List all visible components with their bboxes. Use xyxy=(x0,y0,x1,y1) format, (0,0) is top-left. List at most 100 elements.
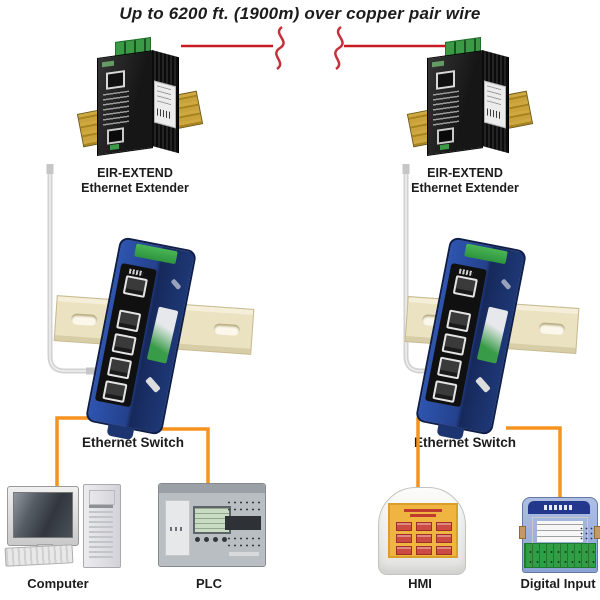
rj45-port-icon xyxy=(111,333,137,356)
patch-cable-left-connector-top xyxy=(46,164,54,174)
mount-tab-icon xyxy=(519,526,526,539)
wire-break-squiggle-right xyxy=(334,25,344,71)
rj45-port-icon xyxy=(122,275,148,298)
switch-caption-right: Ethernet Switch xyxy=(413,435,516,450)
green-terminal-block-icon xyxy=(524,543,596,568)
device-caption-plc: PLC xyxy=(196,576,222,591)
dip-switch-icon xyxy=(579,526,593,542)
hmi-button xyxy=(396,546,412,555)
hmi-button xyxy=(396,522,412,531)
ethernet-extender-left xyxy=(76,36,204,168)
digital-input-illustration xyxy=(519,497,600,573)
panel-text-lines xyxy=(433,90,459,127)
brand-logo-icon xyxy=(544,505,574,510)
rj45-port-icon xyxy=(106,70,125,90)
keyboard-icon xyxy=(4,544,74,567)
computer-tower xyxy=(83,484,121,568)
hmi-button xyxy=(416,546,432,555)
switch-body xyxy=(84,236,198,441)
terminal-row-icon xyxy=(225,498,261,513)
module-top-band xyxy=(528,501,590,514)
cable-switch-to-plc xyxy=(143,427,210,485)
extender-name-left: EIR-EXTEND xyxy=(97,166,173,180)
brand-logo-icon xyxy=(102,60,114,68)
extender-type-left: Ethernet Extender xyxy=(81,181,189,195)
patch-cable-right-highlight xyxy=(405,173,442,372)
hmi-text-line xyxy=(410,514,436,517)
computer-monitor xyxy=(7,486,79,546)
cable-switch-to-digital-input xyxy=(506,426,562,500)
patch-cable-left-highlight xyxy=(49,173,86,372)
hmi-button xyxy=(436,522,452,531)
rj45-port-icon xyxy=(441,333,467,356)
extender-caption-right: EIR-EXTEND Ethernet Extender xyxy=(392,166,538,196)
switch-caption-left: Ethernet Switch xyxy=(81,435,184,450)
patch-cable-right-connector-top xyxy=(402,164,410,174)
ethernet-extender-right xyxy=(406,36,534,168)
rail-slot-icon xyxy=(70,313,98,327)
terminal-row-icon xyxy=(225,534,261,549)
switch-body xyxy=(414,236,528,441)
device-caption-digital-input: Digital Input xyxy=(520,576,596,591)
extender-side-panel xyxy=(152,50,179,154)
hmi-button xyxy=(416,522,432,531)
extender-caption-left: EIR-EXTEND Ethernet Extender xyxy=(62,166,208,196)
plc-illustration xyxy=(158,483,266,567)
device-caption-hmi: HMI xyxy=(408,576,432,591)
rj45-port-icon xyxy=(436,70,455,90)
extender-body xyxy=(95,36,185,164)
diagram-title: Up to 6200 ft. (1900m) over copper pair … xyxy=(119,4,481,23)
line-port-icon xyxy=(107,127,124,145)
hmi-button xyxy=(396,534,412,543)
extender-front-panel xyxy=(427,50,483,156)
barcode-icon xyxy=(487,108,502,120)
hmi-button xyxy=(436,534,452,543)
rj45-port-icon xyxy=(452,275,478,298)
hmi-illustration xyxy=(378,487,466,575)
ethernet-switch-right xyxy=(402,236,580,443)
ethernet-switch-left xyxy=(53,236,255,443)
plc-button xyxy=(222,537,227,542)
plc-lcd-screen xyxy=(193,506,231,534)
line-port-icon xyxy=(437,127,454,145)
rj45-port-icon xyxy=(106,356,133,380)
extender-body xyxy=(425,36,515,164)
extender-side-panel xyxy=(482,50,509,154)
product-label xyxy=(154,80,176,129)
extender-front-panel xyxy=(97,50,153,156)
brand-logo-icon xyxy=(432,60,444,68)
status-led-icon xyxy=(110,143,119,151)
panel-text-lines xyxy=(103,90,129,127)
hmi-text-line xyxy=(404,509,442,512)
wire-break-squiggle-left xyxy=(275,25,285,71)
plc-button xyxy=(213,537,218,542)
plc-left-panel xyxy=(165,500,190,556)
rail-slot-icon xyxy=(213,323,241,336)
rj45-port-icon xyxy=(116,309,142,333)
hmi-button xyxy=(416,534,432,543)
rj45-port-icon xyxy=(436,356,463,380)
plc-top-band xyxy=(159,484,265,493)
plc-nameplate xyxy=(229,552,259,556)
product-label xyxy=(484,80,506,129)
rj45-port-icon xyxy=(432,380,458,403)
device-caption-computer: Computer xyxy=(27,576,89,591)
hmi-button xyxy=(436,546,452,555)
drive-slot-icon xyxy=(89,505,113,508)
hmi-screen xyxy=(388,503,458,558)
mount-tab-icon xyxy=(594,526,600,539)
barcode-icon xyxy=(157,108,172,120)
plc-io-band xyxy=(225,516,261,530)
status-led-icon xyxy=(440,143,449,151)
rj45-port-icon xyxy=(446,309,472,333)
label-text-lines xyxy=(157,85,171,106)
rail-slot-icon xyxy=(538,322,566,336)
rj45-port-icon xyxy=(102,380,128,403)
label-text-lines xyxy=(487,85,501,106)
computer-illustration xyxy=(4,484,121,576)
patch-cable-left-connector-end xyxy=(86,367,96,375)
monitor-screen xyxy=(13,492,73,538)
drive-bay-icon xyxy=(89,490,115,505)
plc-button xyxy=(195,537,200,542)
